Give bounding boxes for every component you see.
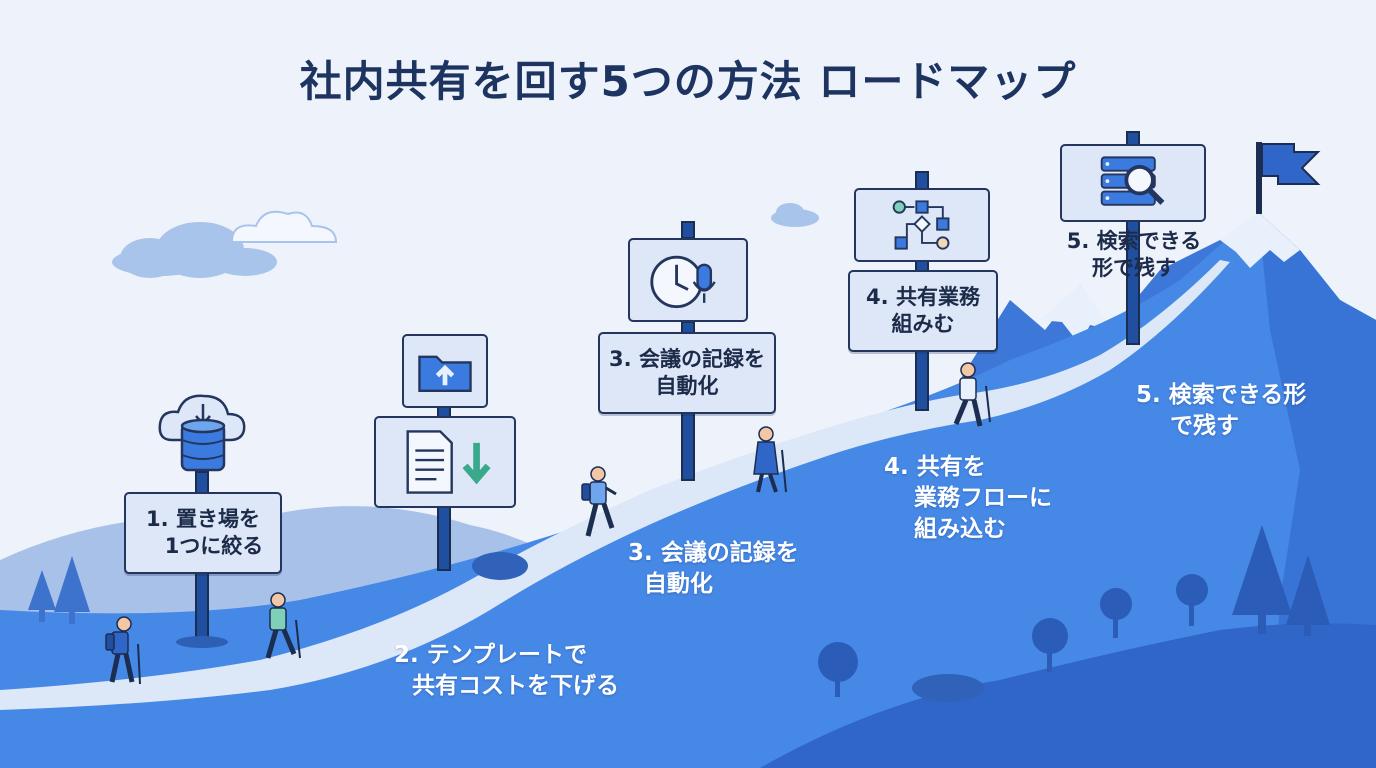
step-label-4-line-1: 4. 共有を [884,454,986,480]
step-label-3-line-2: 自動化 [643,571,713,598]
hiker-figure [105,616,141,685]
sign-step-2-bottom [374,416,516,508]
step-label-4: 4. 共有を 業務フローに 組み込む [884,452,1052,545]
foreground-hill [760,623,1376,768]
step-label-4-line-3: 組み込む [914,516,1006,543]
sign-step-3: 3. 会議の記録を 自動化 [598,332,776,414]
sign-step-2-top [402,334,488,408]
pine-trees-right [1232,525,1330,636]
folder-upload-icon [418,355,472,393]
snow-cap [1040,285,1112,345]
hiker-figure [753,426,787,493]
cloud-database-download-icon [158,394,246,472]
cloud-outline-icon [230,210,338,243]
sign-step-3-line-2: 自動化 [655,374,719,398]
sign-step-4-icon [854,188,990,262]
database-search-icon [1100,156,1165,206]
round-trees [818,574,1208,697]
step-label-2-line-1: 2. テンプレートで [394,642,588,668]
sign-step-4: 4. 共有業務 組みむ [848,270,998,352]
document-download-icon [406,430,491,494]
bushes [472,552,984,702]
clock-microphone-icon [650,255,716,309]
workflow-icon [892,200,950,250]
step-label-3: 3. 会議の記録を 自動化 [628,538,799,600]
sign-step-5-line-2: 形で残す [1091,256,1176,280]
sign-step-1: 1. 置き場を 1つに絞る [124,492,282,574]
step-label-2-line-2: 共有コストを下げる [412,673,619,700]
sign-step-3-line-1: 3. 会議の記録を [609,346,765,371]
sign-step-5-icon [1060,144,1206,222]
step-label-3-line-1: 3. 会議の記録を [628,540,799,566]
summit-snow [1220,212,1300,268]
sign-step-1-line-1: 1. 置き場を [146,506,260,531]
hiker-figure [953,362,991,427]
step-label-5: 5. 検索できる形 で残す [1136,380,1306,442]
step-label-5-line-2: で残す [1170,413,1239,440]
cloud-icon [112,222,277,278]
step-label-4-line-2: 業務フローに [914,485,1052,512]
sign-step-5: 5. 検索できる 形で残す [1046,222,1222,288]
sign-step-5-line-1: 5. 検索できる [1066,228,1202,253]
sign-step-3-icon [628,238,748,322]
flag-icon [1256,142,1321,214]
step-label-2: 2. テンプレートで 共有コストを下げる [394,640,619,702]
cloud-icon [771,203,819,227]
sign-step-1-line-2: 1つに絞る [164,534,264,558]
step-label-5-line-1: 5. 検索できる形 [1136,382,1307,408]
sign-step-4-line-1: 4. 共有業務 [866,284,980,309]
sign-step-4-line-2: 組みむ [891,312,955,336]
pine-trees-left [28,556,90,624]
page-title: 社内共有を回す5つの方法 ロードマップ [299,57,1077,106]
hiker-figure [581,466,617,537]
hiker-figure [265,592,301,659]
